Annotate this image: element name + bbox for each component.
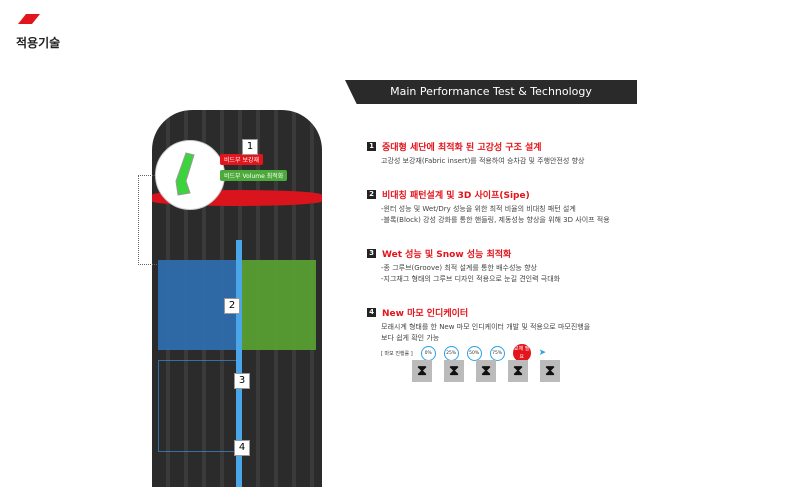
wear-progress: [ 마모 진행률 ] 0% 25% 50% 75% 교체 필요 ➤: [381, 344, 546, 362]
brand-logo: [18, 14, 40, 24]
section-4: 4 New 마모 인디케이터 모래시계 형태를 한 New 마모 인디케이터 개발…: [367, 306, 647, 344]
callout-line: [138, 175, 157, 265]
section-number: 1: [367, 142, 376, 151]
marker-4: 4: [234, 440, 250, 456]
hourglass-icon: ⧗: [476, 360, 496, 382]
tread-green-zone: [242, 260, 316, 350]
hourglass-icon: ⧗: [508, 360, 528, 382]
section-text: -윈터 성능 및 Wet/Dry 성능을 위한 최적 비율의 비대칭 패턴 설계: [381, 205, 576, 213]
hourglass-icon: ⧗: [540, 360, 560, 382]
wear-step: 0%: [420, 345, 436, 361]
hourglass-icon: ⧗: [412, 360, 432, 382]
section-heading: 중대형 세단에 최적화 된 고강성 구조 설계: [382, 143, 542, 153]
bead-detail-circle: [155, 140, 225, 210]
page-title: 적용기술: [16, 36, 61, 50]
tread-blue-zone: [158, 260, 236, 350]
wear-step: 50%: [466, 345, 482, 361]
section-2: 2 비대칭 패턴설계 및 3D 사이프(Sipe) -윈터 성능 및 Wet/Dr…: [367, 188, 647, 226]
section-banner: Main Performance Test & Technology: [345, 80, 637, 104]
section-3: 3 Wet 성능 및 Snow 성능 최적화 -종 그루브(Groove) 최적 …: [367, 247, 647, 285]
marker-1: 1: [242, 139, 258, 155]
section-text: -지그재그 형태의 그루브 디자인 적용으로 눈길 견인력 극대화: [381, 275, 561, 283]
section-heading: New 마모 인디케이터: [382, 309, 469, 319]
section-text: 모래시계 형태를 한 New 마모 인디케이터 개발 및 적용으로 마모진행을: [381, 323, 591, 331]
marker-2: 2: [224, 298, 240, 314]
section-text: 보다 쉽게 확인 가능: [381, 334, 440, 342]
section-number: 4: [367, 308, 376, 317]
tag-bead-reinforcement: 비드부 보강재: [220, 154, 264, 165]
wear-step: 75%: [489, 345, 505, 361]
wear-indicator-icons: ⧗ ⧗ ⧗ ⧗ ⧗: [412, 360, 560, 382]
center-groove: [236, 240, 242, 487]
arrow-right-icon: ➤: [538, 348, 547, 358]
hourglass-icon: ⧗: [444, 360, 464, 382]
tread-groove-zone: [158, 360, 238, 452]
section-number: 3: [367, 249, 376, 258]
wear-label: [ 마모 진행률 ]: [381, 350, 413, 357]
tag-bead-volume: 비드부 Volume 최적화: [220, 170, 288, 181]
section-number: 2: [367, 190, 376, 199]
section-text: -종 그루브(Groove) 최적 설계를 통한 배수성능 향상: [381, 264, 537, 272]
bead-icon: [175, 152, 195, 196]
section-1: 1 중대형 세단에 최적화 된 고강성 구조 설계 고강성 보강재(Fabric …: [367, 140, 647, 167]
marker-3: 3: [234, 373, 250, 389]
section-heading: 비대칭 패턴설계 및 3D 사이프(Sipe): [382, 191, 530, 201]
section-text: -블록(Block) 강성 강화를 통한 핸들링, 제동성능 향상을 위해 3D…: [381, 216, 610, 224]
section-text: 고강성 보강재(Fabric insert)를 적용하여 승차감 및 주행안전성…: [381, 157, 585, 165]
wear-step: 25%: [443, 345, 459, 361]
section-heading: Wet 성능 및 Snow 성능 최적화: [382, 250, 512, 260]
